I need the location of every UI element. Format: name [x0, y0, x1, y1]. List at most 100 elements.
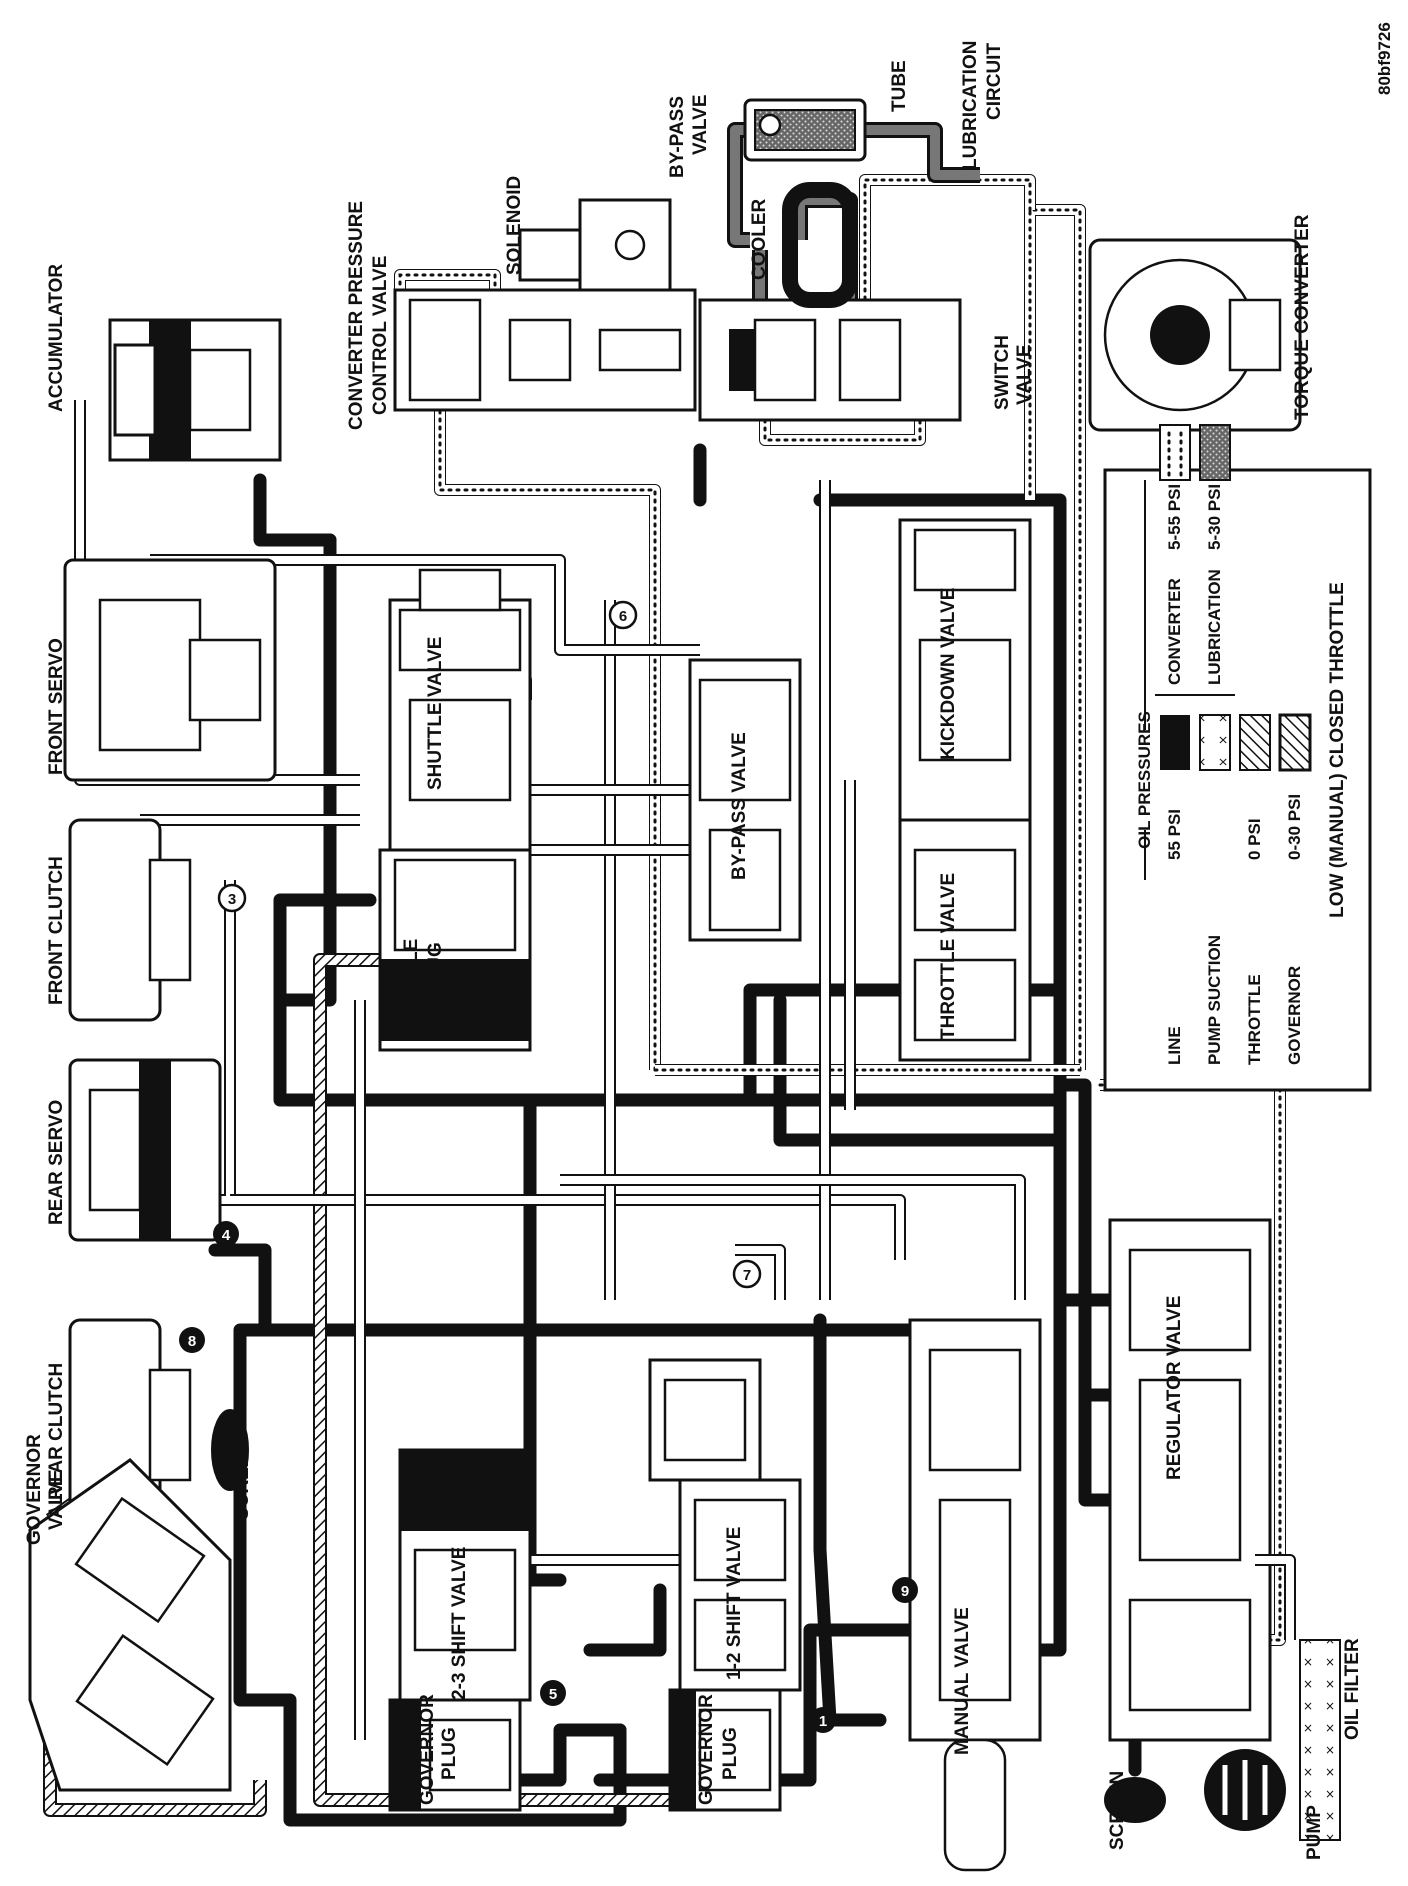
- kickdown-valve: [898, 518, 1032, 822]
- label-governor-plug-right-1: GOVERNOR: [696, 1694, 717, 1805]
- label-switch-valve-1: SWITCH: [992, 335, 1013, 410]
- manual-valve: [908, 1318, 1042, 1872]
- label-throttle-valve: THROTTLE VALVE: [938, 873, 959, 1040]
- label-tube: TUBE: [889, 60, 910, 112]
- label-switch-valve-2: VALVE: [1014, 344, 1035, 405]
- legend-governor-swatch: [1278, 713, 1312, 772]
- front-servo: [63, 558, 277, 782]
- legend-converter-label: CONVERTER: [1165, 578, 1184, 685]
- legend-throttle-label: THROTTLE: [1245, 974, 1264, 1065]
- label-rear-clutch: REAR CLUTCH: [46, 1363, 67, 1500]
- legend-throttle-value: 0 PSI: [1245, 818, 1264, 860]
- label-rear-servo: REAR SERVO: [46, 1100, 67, 1225]
- governor-plug-right: [668, 1688, 782, 1812]
- legend-lubrication-value: 5-30 PSI: [1205, 484, 1224, 550]
- label-regulator-valve: REGULATOR VALVE: [1164, 1296, 1185, 1480]
- label-bypass-top-2: VALVE: [690, 94, 711, 155]
- legend-lubrication-label: LUBRICATION: [1205, 569, 1224, 685]
- legend-heading: OIL PRESSURES: [1135, 711, 1154, 849]
- label-cooler: COOLER: [749, 198, 770, 280]
- legend-governor-label: GOVERNOR: [1285, 966, 1304, 1065]
- label-bypass-valve: BY-PASS VALVE: [729, 732, 750, 880]
- legend-line-label: LINE: [1165, 1026, 1184, 1065]
- label-governor-plug-right-2: PLUG: [720, 1727, 741, 1780]
- component-labels: ACCUMULATOR FRONT SERVO FRONT CLUTCH REA…: [24, 22, 1394, 1860]
- label-lubrication-2: CIRCUIT: [984, 43, 1005, 120]
- governor-plug-left: [388, 1698, 522, 1812]
- label-governor-plug-left-2: PLUG: [439, 1727, 460, 1780]
- label-lubrication-1: LUBRICATION: [960, 41, 981, 170]
- accumulator: [108, 318, 282, 462]
- circuit-marker-3: 3: [217, 883, 247, 913]
- tube-bypass-valve: [743, 98, 867, 162]
- legend-converter-swatch: [1159, 424, 1191, 481]
- circuit-marker-8: 7: [732, 1259, 762, 1289]
- pump: [1204, 1749, 1286, 1831]
- legend-line-value: 55 PSI: [1165, 809, 1184, 860]
- legend-pump-suction-swatch: [1199, 714, 1231, 771]
- cooler: [782, 182, 858, 308]
- label-kickdown-valve: KICKDOWN VALVE: [938, 588, 959, 760]
- svg-text:6: 6: [619, 608, 627, 625]
- label-bypass-top-1: BY-PASS: [667, 96, 688, 178]
- legend-lubrication-swatch: [1199, 424, 1231, 481]
- label-throttle-plug-1: THROTTLE: [401, 939, 422, 1040]
- label-governor-plug-left-1: GOVERNOR: [417, 1694, 438, 1805]
- throttle-valve: [898, 818, 1032, 1062]
- label-converter-pressure-2: CONTROL VALVE: [370, 256, 391, 415]
- label-pump: PUMP: [1304, 1805, 1325, 1860]
- legend-converter-value: 5-55 PSI: [1165, 484, 1184, 550]
- solenoid: [518, 198, 672, 292]
- converter-pressure-control-valve: [393, 288, 697, 412]
- governor-valve: [28, 1458, 232, 1792]
- label-converter-pressure-1: CONVERTER PRESSURE: [346, 201, 367, 430]
- oil-filter: [1255, 1554, 1341, 1841]
- svg-text:8: 8: [188, 1333, 196, 1350]
- svg-text:3: 3: [228, 891, 236, 908]
- legend-governor-value: 0-30 PSI: [1285, 794, 1304, 860]
- rear-servo: [68, 1058, 222, 1242]
- figure-id: 80bf9726: [1375, 22, 1394, 95]
- svg-text:4: 4: [222, 1227, 231, 1244]
- circuit-marker-1: 1: [810, 1707, 836, 1733]
- diagram-title: LOW (MANUAL) CLOSED THROTTLE: [1327, 582, 1348, 918]
- label-throttle-plug-2: PLUG: [425, 942, 446, 995]
- throttle-plug: [378, 848, 532, 1052]
- label-front-servo: FRONT SERVO: [46, 638, 67, 775]
- legend-pump-suction-label: PUMP SUCTION: [1205, 935, 1224, 1065]
- circuit-marker-5: 5: [540, 1680, 566, 1706]
- svg-text:9: 9: [901, 1583, 909, 1600]
- circuit-marker-7: 8: [179, 1327, 205, 1353]
- pump-screen: [1104, 1777, 1166, 1823]
- shift-valve-2-3: [398, 1448, 532, 1702]
- shuttle-valve: [388, 568, 532, 852]
- label-accumulator: ACCUMULATOR: [46, 264, 67, 412]
- svg-text:7: 7: [743, 1267, 751, 1284]
- legend: OIL PRESSURES LINE 55 PSI PUMP SUCTION T…: [1103, 424, 1372, 1092]
- label-1-2-shift-valve: 1-2 SHIFT VALVE: [724, 1527, 745, 1680]
- label-manual-valve: MANUAL VALVE: [952, 1607, 973, 1755]
- label-governor-valve-2: VALVE: [46, 1469, 67, 1530]
- label-screen-pump: SCREEN: [1107, 1771, 1128, 1850]
- label-governor-valve-1: GOVERNOR: [24, 1434, 45, 1545]
- label-shuttle-valve: SHUTTLE VALVE: [425, 637, 446, 790]
- legend-throttle-swatch: [1239, 714, 1271, 771]
- label-torque-converter: TORQUE CONVERTER: [1292, 214, 1313, 420]
- label-2-3-shift-valve: 2-3 SHIFT VALVE: [449, 1547, 470, 1700]
- torque-converter: [1088, 238, 1302, 432]
- governor-screen: [211, 1409, 249, 1491]
- circuit-marker-9: 9: [892, 1577, 918, 1603]
- circuit-markers: 3 4 8 5 1 9 7 6: [179, 600, 918, 1733]
- front-clutch: [68, 818, 192, 1022]
- bypass-valve: [688, 658, 802, 942]
- circuit-marker-6: 6: [608, 600, 638, 630]
- svg-text:1: 1: [819, 1713, 827, 1730]
- label-front-clutch: FRONT CLUTCH: [46, 856, 67, 1005]
- circuit-marker-4: 4: [213, 1221, 239, 1247]
- switch-valve: [698, 298, 962, 422]
- legend-line-swatch: [1160, 715, 1190, 770]
- svg-text:5: 5: [549, 1686, 557, 1703]
- regulator-valve: [1108, 1218, 1272, 1742]
- label-oil-filter: OIL FILTER: [1342, 1638, 1363, 1740]
